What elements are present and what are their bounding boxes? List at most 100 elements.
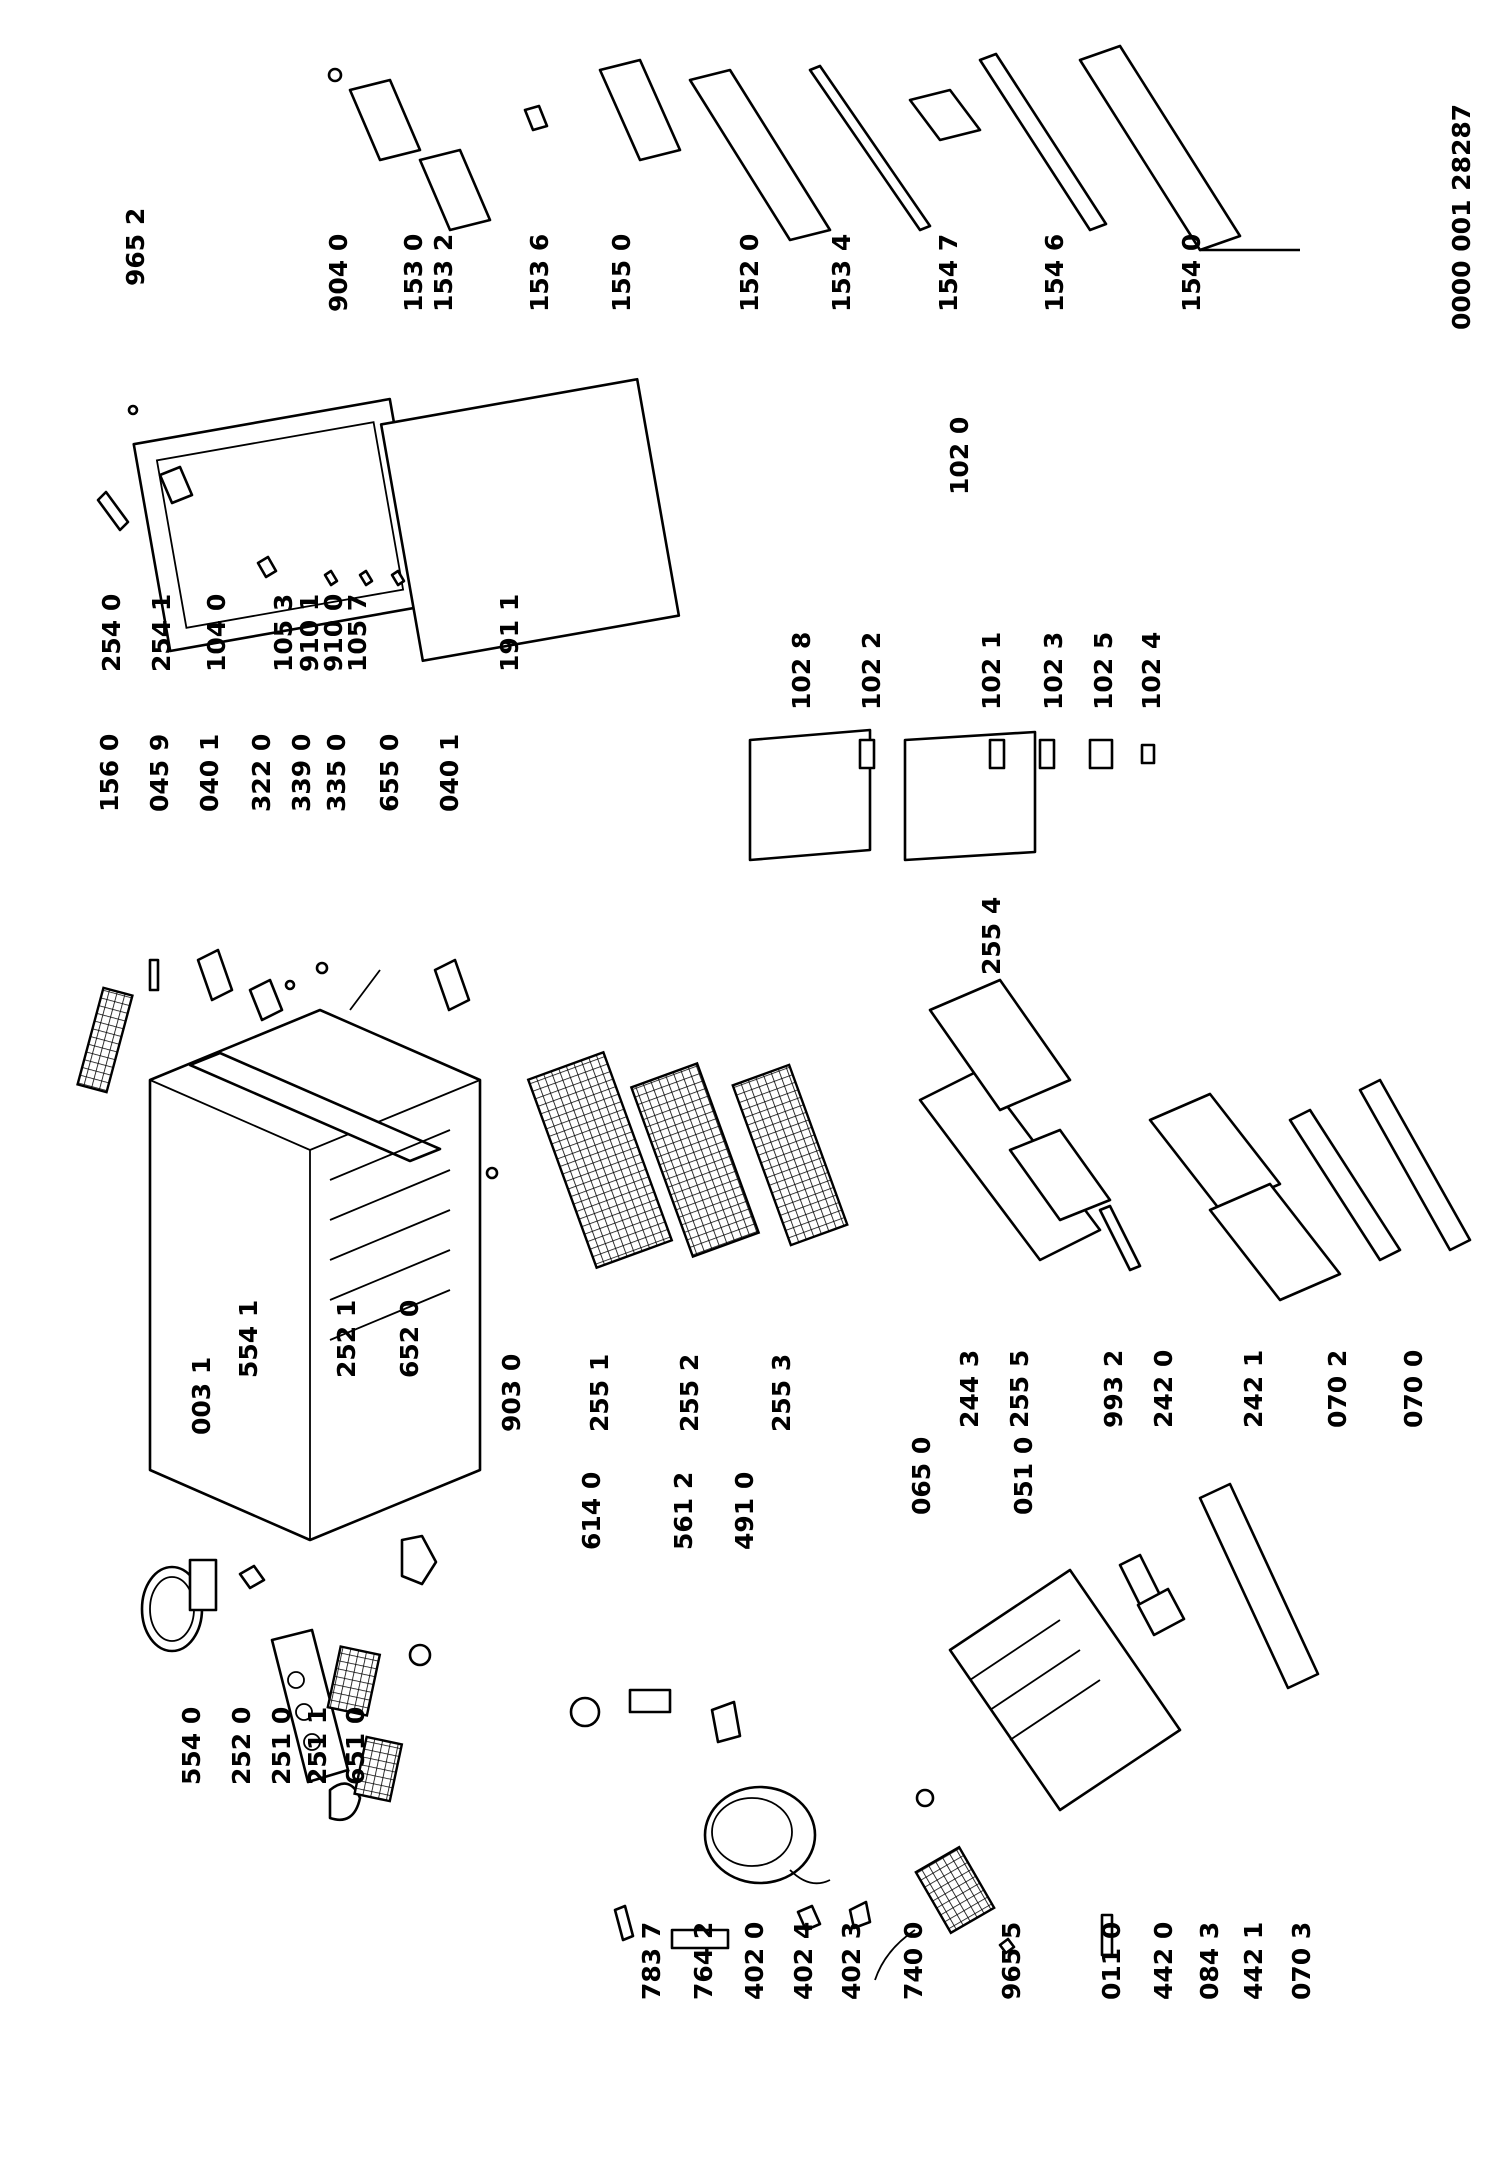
part-number-label: 322 0 [247,734,276,812]
part-number-label: 255 5 [1005,1350,1034,1428]
part-number-label: 070 3 [1287,1922,1316,2000]
part-number-label: 402 4 [789,1922,818,2000]
bolt-part [1100,1913,1114,1957]
evaporator-gasket-part [748,728,872,862]
knob-part [328,1782,362,1822]
wire-part [349,969,381,1011]
part-number-label: 242 1 [1239,1350,1268,1428]
clip-part [238,1564,266,1590]
crisper-drawer-part-2 [1208,1182,1342,1302]
part-number-label: 764 2 [689,1922,718,2000]
bracket-part [848,1900,872,1930]
screw-part-door-1 [256,555,278,579]
terminal-part [628,1688,672,1714]
plug-part [485,1166,499,1180]
connector-part [710,1700,742,1744]
egg-tray-part [598,58,682,162]
part-number-label: 084 3 [1195,1922,1224,2000]
seal-part [1038,738,1056,770]
part-number-label: 153 6 [525,234,554,312]
screw-part-door-3 [358,569,374,587]
part-number-label: 554 1 [234,1300,263,1378]
part-number-label: 655 0 [375,734,404,812]
part-number-label: 910 1 [295,594,324,672]
part-number-label: 254 0 [97,594,126,672]
part-number-label: 040 1 [195,734,224,812]
part-number-label: 104 0 [202,594,231,672]
part-number-label: 102 0 [945,417,974,495]
washer-part [284,979,296,991]
thermostat-part [569,1696,601,1728]
thermometer-part [1098,1204,1142,1272]
part-number-label: 153 4 [827,234,856,312]
condenser-part [874,1845,996,1981]
door-gasket-part [379,377,681,663]
front-grille-part [1198,1482,1320,1690]
handle-bracket-part [158,465,194,505]
part-number-label: 011 0 [1097,1922,1126,2000]
lamp-part [408,1643,432,1667]
light-cover-part [353,1735,404,1803]
cabinet-part [148,1008,482,1542]
starter-relay-part [796,1904,822,1932]
part-number-label: 993 2 [1099,1350,1128,1428]
part-number-label: 255 4 [977,897,1006,975]
part-number-label: 255 1 [585,1354,614,1432]
part-number-label: 255 3 [767,1354,796,1432]
part-number-label: 244 3 [955,1350,984,1428]
part-number-label: 614 0 [577,1472,606,1550]
part-number-label: 070 0 [1399,1350,1428,1428]
part-number-label: 065 0 [907,1437,936,1515]
part-number-label: 402 3 [837,1922,866,2000]
part-number-label: 252 1 [332,1300,361,1378]
part-number-label: 442 1 [1239,1922,1268,2000]
hinge-part-bottom [433,958,471,1012]
shelf-part-2 [629,1061,761,1259]
egg-holder-part-2 [418,148,492,232]
label-part [1088,738,1114,770]
foot-part [1136,1587,1186,1637]
shelf-part-3 [731,1063,849,1247]
shelf-divider-part [523,104,549,132]
bottom-panel-part [1288,1108,1402,1262]
knob-part-small [327,67,343,83]
part-number-label: 242 0 [1149,1350,1178,1428]
part-number-label: 652 0 [395,1300,424,1378]
part-number-label: 442 0 [1149,1922,1178,2000]
bottle-rail-part [978,52,1108,232]
door-rail-part [808,64,932,232]
compartment-part-small [1008,1128,1112,1222]
part-number-label: 965 5 [997,1922,1026,2000]
part-number-label: 070 2 [1323,1350,1352,1428]
part-number-label: 156 0 [95,734,124,812]
part-number-label: 051 0 [1009,1437,1038,1515]
part-number-label: 491 0 [730,1472,759,1550]
part-number-label: 254 1 [147,594,176,672]
part-number-label: 152 0 [735,234,764,312]
clip-part-b [988,738,1006,770]
part-number-label: 102 8 [787,632,816,710]
fan-motor-part [140,1558,218,1653]
part-number-label: 251 1 [303,1707,332,1785]
bottom-panel-part-2 [1358,1078,1472,1252]
part-number-label: 155 0 [607,234,636,312]
part-number-label: 102 5 [1089,632,1118,710]
latch-part [248,978,284,1022]
door-shelf-part [688,68,832,242]
egg-holder-part-1 [348,78,422,162]
part-number-label: 040 1 [435,734,464,812]
part-number-label: 965 2 [121,208,150,286]
compressor-part [703,1785,831,1885]
part-number-label: 252 0 [227,1707,256,1785]
part-number-label: 904 0 [324,234,353,312]
ice-tray-part [76,986,134,1094]
compartment-part-large [928,978,1072,1112]
part-number-label: 153 2 [429,234,458,312]
part-number-label: 102 4 [1137,632,1166,710]
part-number-label: 154 0 [1177,234,1206,312]
part-number-label: 651 0 [341,1707,370,1785]
filter-drier-part [670,1928,730,1950]
shelf-part-1 [526,1050,674,1270]
screw-part-door-2 [323,569,339,587]
